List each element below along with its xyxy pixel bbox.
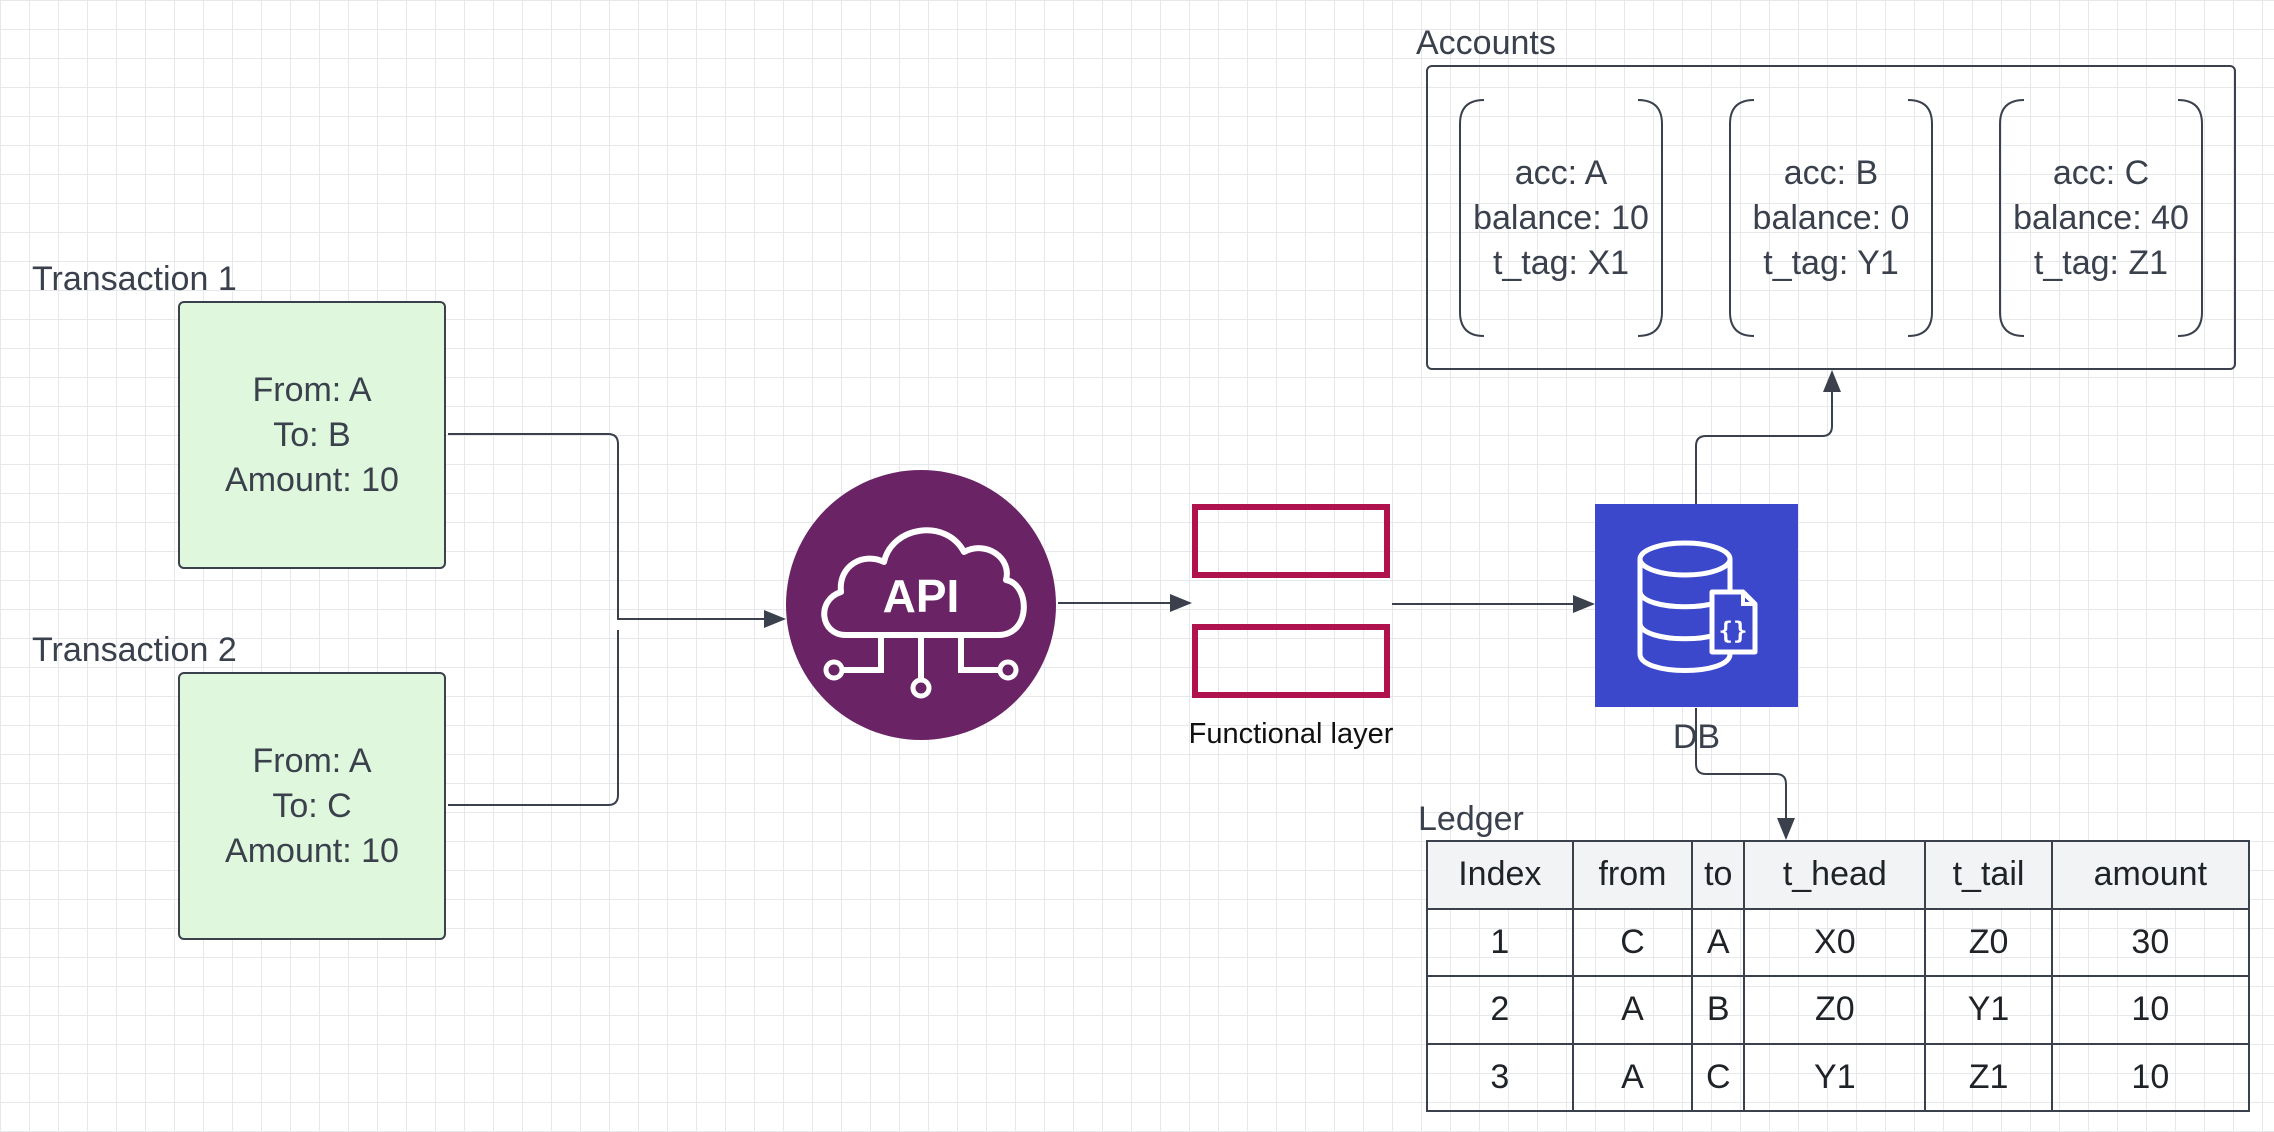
functional-layer-top-block xyxy=(1192,504,1390,578)
ledger-cell: A xyxy=(1571,1042,1694,1112)
account-c-id: acc: C xyxy=(2052,153,2150,192)
ledger-label: Ledger xyxy=(1418,800,1524,838)
functional-layer-label: Functional layer xyxy=(1188,718,1394,750)
account-b-tag: t_tag: Y1 xyxy=(1763,243,1899,282)
transaction-1-to: To: B xyxy=(273,415,351,454)
ledger-header-cell: amount xyxy=(2050,840,2251,910)
accounts-label: Accounts xyxy=(1416,24,1556,62)
account-b-id: acc: B xyxy=(1783,153,1879,192)
transaction-2-box: From: A To: C Amount: 10 xyxy=(178,672,446,940)
ledger-cell: Z0 xyxy=(1743,975,1927,1045)
ledger-cell: 1 xyxy=(1426,907,1574,977)
transaction-1-from: From: A xyxy=(252,370,372,409)
ledger-cell: Y1 xyxy=(1743,1042,1927,1112)
ledger-cell: Z0 xyxy=(1924,907,2053,977)
api-text: API xyxy=(883,570,960,622)
functional-layer-bottom-block xyxy=(1192,624,1390,698)
api-node: API xyxy=(786,470,1056,740)
db-to-accounts-arrow xyxy=(1695,370,1841,504)
svg-text:{}: {} xyxy=(1719,617,1748,645)
transaction-1-label: Transaction 1 xyxy=(32,260,237,298)
db-node: {} xyxy=(1595,504,1798,707)
ledger-cell: 2 xyxy=(1426,975,1574,1045)
table-row: 1 C A X0 Z0 30 xyxy=(1426,907,2251,977)
account-a-balance: balance: 10 xyxy=(1473,198,1649,237)
tx1-to-api-connector xyxy=(448,433,619,620)
transaction-2-label: Transaction 2 xyxy=(32,631,237,669)
account-card-c: acc: C balance: 40 t_tag: Z1 xyxy=(1999,100,2203,336)
ledger-cell: A xyxy=(1691,907,1746,977)
account-a-tag: t_tag: X1 xyxy=(1492,243,1630,282)
accounts-frame xyxy=(1426,65,2236,370)
ledger-header-cell: t_head xyxy=(1743,840,1927,910)
ledger-cell: Z1 xyxy=(1924,1042,2053,1112)
transaction-2-to: To: C xyxy=(272,786,352,825)
ledger-header-row: Index from to t_head t_tail amount xyxy=(1426,840,2251,910)
transaction-1-amount: Amount: 10 xyxy=(225,460,399,499)
transaction-2-amount: Amount: 10 xyxy=(225,831,399,870)
ledger-cell: Y1 xyxy=(1924,975,2053,1045)
tx2-to-api-connector xyxy=(448,630,619,806)
ledger-header-cell: from xyxy=(1571,840,1694,910)
ledger-cell: 10 xyxy=(2050,1042,2251,1112)
table-row: 2 A B Z0 Y1 10 xyxy=(1426,975,2251,1045)
database-json-icon: {} xyxy=(1637,540,1758,673)
ledger-table: Index from to t_head t_tail amount 1 C A… xyxy=(1426,840,2251,1112)
ledger-cell: 30 xyxy=(2050,907,2251,977)
ledger-header-cell: to xyxy=(1691,840,1746,910)
account-c-balance: balance: 40 xyxy=(2013,198,2189,237)
account-a-id: acc: A xyxy=(1514,153,1608,192)
ledger-header-cell: t_tail xyxy=(1924,840,2053,910)
cloud-api-icon: API xyxy=(821,527,1027,699)
db-label: DB xyxy=(1672,718,1721,756)
table-row: 3 A C Y1 Z1 10 xyxy=(1426,1042,2251,1112)
ledger-cell: B xyxy=(1691,975,1746,1045)
transaction-1-box: From: A To: B Amount: 10 xyxy=(178,301,446,569)
ledger-cell: X0 xyxy=(1743,907,1927,977)
ledger-cell: C xyxy=(1571,907,1694,977)
transaction-2-from: From: A xyxy=(252,741,372,780)
ledger-cell: A xyxy=(1571,975,1694,1045)
ledger-cell: C xyxy=(1691,1042,1746,1112)
ledger-cell: 10 xyxy=(2050,975,2251,1045)
db-to-ledger-arrow xyxy=(1695,708,1795,840)
account-c-tag: t_tag: Z1 xyxy=(2033,243,2169,282)
account-card-b: acc: B balance: 0 t_tag: Y1 xyxy=(1729,100,1933,336)
ledger-cell: 3 xyxy=(1426,1042,1574,1112)
account-b-balance: balance: 0 xyxy=(1752,198,1910,237)
account-card-a: acc: A balance: 10 t_tag: X1 xyxy=(1459,100,1663,336)
ledger-header-cell: Index xyxy=(1426,840,1574,910)
